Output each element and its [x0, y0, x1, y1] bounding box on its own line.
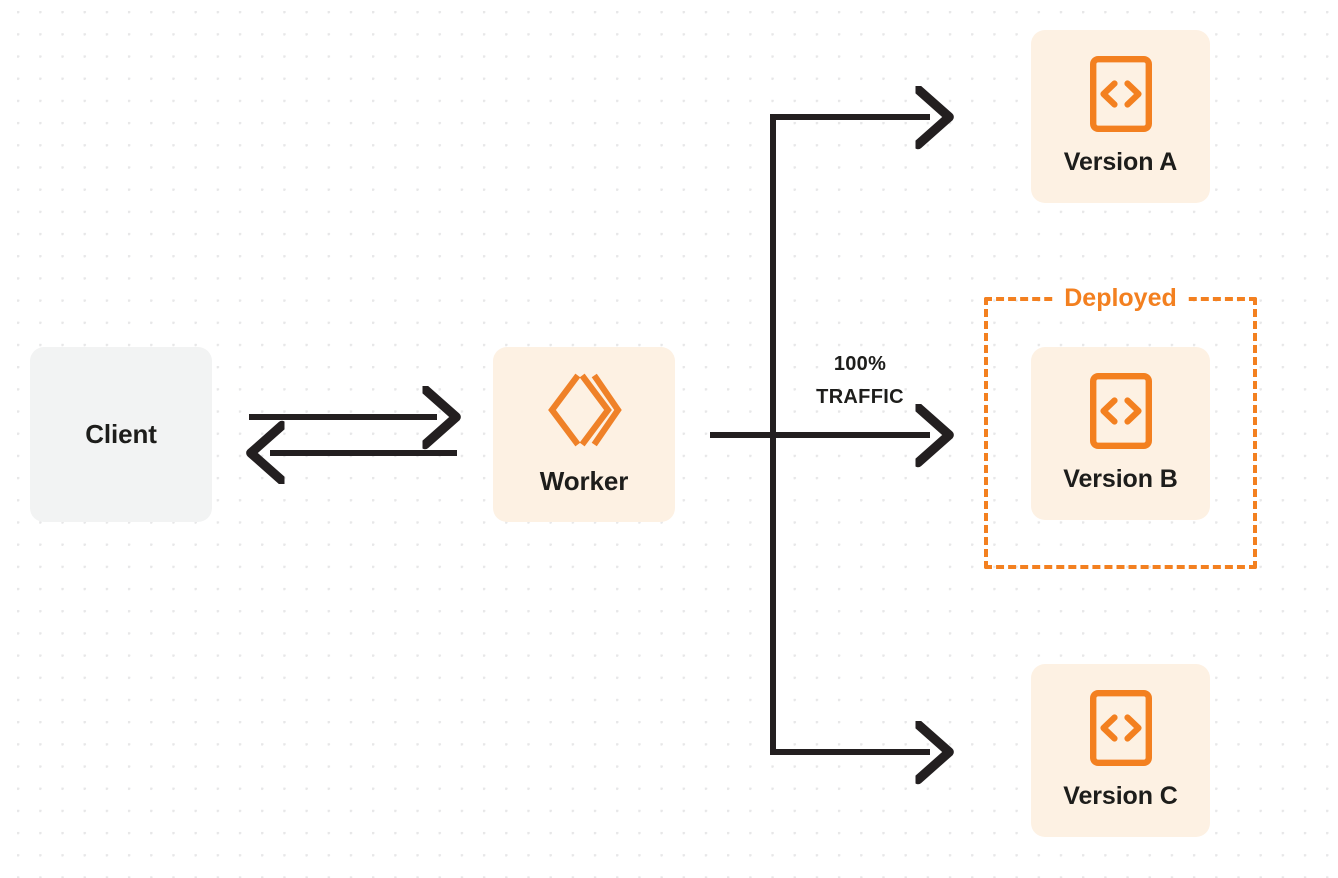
- deployed-group: Deployed: [984, 283, 1257, 569]
- node-client[interactable]: Client: [30, 347, 212, 522]
- code-file-icon: [1089, 373, 1152, 449]
- code-file-icon: [1089, 56, 1152, 132]
- traffic-label: 100% TRAFFIC: [790, 348, 930, 414]
- edge-worker-trunk: [710, 114, 776, 755]
- node-version-b[interactable]: Version B: [1031, 347, 1210, 520]
- node-client-label: Client: [85, 419, 157, 449]
- node-version-c[interactable]: Version C: [1031, 664, 1210, 837]
- node-worker[interactable]: Worker: [493, 347, 675, 522]
- node-version-a[interactable]: Version A: [1031, 30, 1210, 203]
- node-worker-label: Worker: [539, 466, 629, 496]
- node-version-c-label: Version C: [1063, 782, 1178, 810]
- traffic-percent: 100%: [833, 353, 887, 375]
- deployed-group-label: Deployed: [1055, 283, 1186, 313]
- node-version-a-label: Version A: [1063, 148, 1178, 176]
- node-version-b-label: Version B: [1063, 465, 1178, 493]
- traffic-word: TRAFFIC: [816, 386, 904, 408]
- code-file-icon: [1089, 690, 1152, 766]
- cloudflare-workers-icon: [546, 372, 622, 448]
